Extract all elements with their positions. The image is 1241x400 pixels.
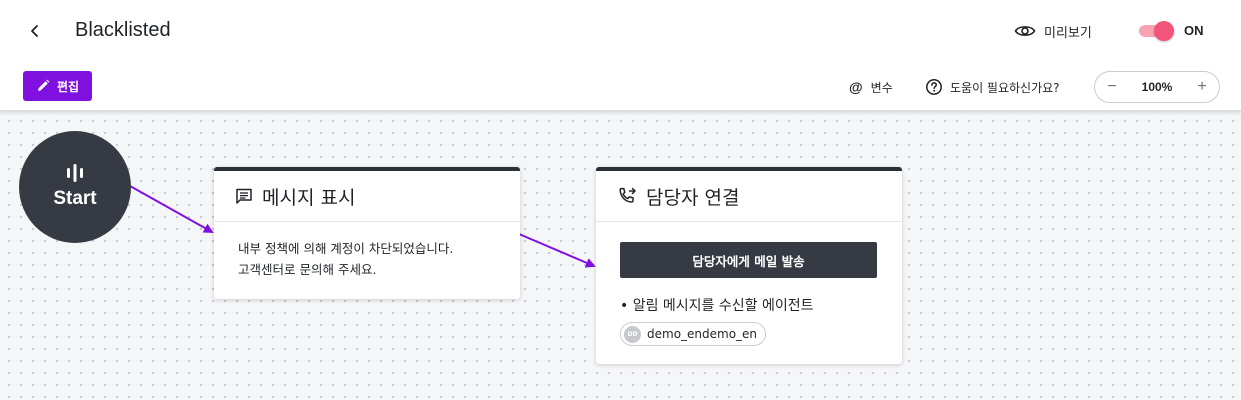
agent-chip[interactable]: DD demo_endemo_en [620,322,767,346]
variables-label: 변수 [870,80,893,95]
top-header: Blacklisted 미리보기 ON 편집 @ 변수 도움이 필요하신가요? … [0,0,1241,111]
zoom-control: − 100% + [1094,71,1220,103]
edit-label: 편집 [56,79,80,94]
help-button[interactable]: 도움이 필요하신가요? [925,77,1060,97]
back-button[interactable] [22,18,48,44]
audio-bars-icon [67,164,83,182]
toggle-status-label: ON [1184,23,1204,38]
page-title: Blacklisted [75,19,171,41]
help-label: 도움이 필요하신가요? [950,80,1060,95]
preview-button[interactable]: 미리보기 [1014,20,1092,42]
pencil-icon [37,79,50,91]
message-line: 내부 정책에 의해 계정이 차단되었습니다. [238,241,454,256]
start-node[interactable]: Start [19,131,131,243]
zoom-level: 100% [1141,80,1173,94]
zoom-in-button[interactable]: + [1197,78,1207,95]
preview-label: 미리보기 [1044,25,1092,41]
avatar: DD [624,325,641,343]
start-label: Start [53,188,97,209]
edit-button[interactable]: 편집 [23,71,92,101]
eye-icon [1014,26,1036,36]
toggle-knob [1154,21,1174,41]
agent-connect-node[interactable]: 담당자 연결 담당자에게 메일 발송 • 알림 메시지를 수신할 에이전트 DD… [596,167,902,364]
message-node[interactable]: 메시지 표시 내부 정책에 의해 계정이 차단되었습니다. 고객센터로 문의해 … [214,167,520,299]
message-node-body: 내부 정책에 의해 계정이 차단되었습니다. 고객센터로 문의해 주세요. [214,222,520,280]
at-icon: @ [849,79,863,95]
message-icon [236,188,252,204]
agent-name: demo_endemo_en [647,327,758,341]
send-mail-button[interactable]: 담당자에게 메일 발송 [620,242,877,278]
zoom-out-button[interactable]: − [1107,78,1117,95]
agent-node-header: 담당자 연결 [596,171,902,222]
message-line: 고객센터로 문의해 주세요. [238,262,377,277]
message-node-title: 메시지 표시 [262,186,356,209]
active-toggle[interactable] [1137,21,1175,41]
recipient-label: • 알림 메시지를 수신할 에이전트 [620,298,814,314]
message-node-header: 메시지 표시 [214,171,520,222]
help-circle-icon [926,79,942,95]
phone-forward-icon [619,187,636,203]
variables-button[interactable]: @ 변수 [849,77,893,97]
chevron-left-icon [31,25,38,37]
agent-node-title: 담당자 연결 [646,186,740,209]
